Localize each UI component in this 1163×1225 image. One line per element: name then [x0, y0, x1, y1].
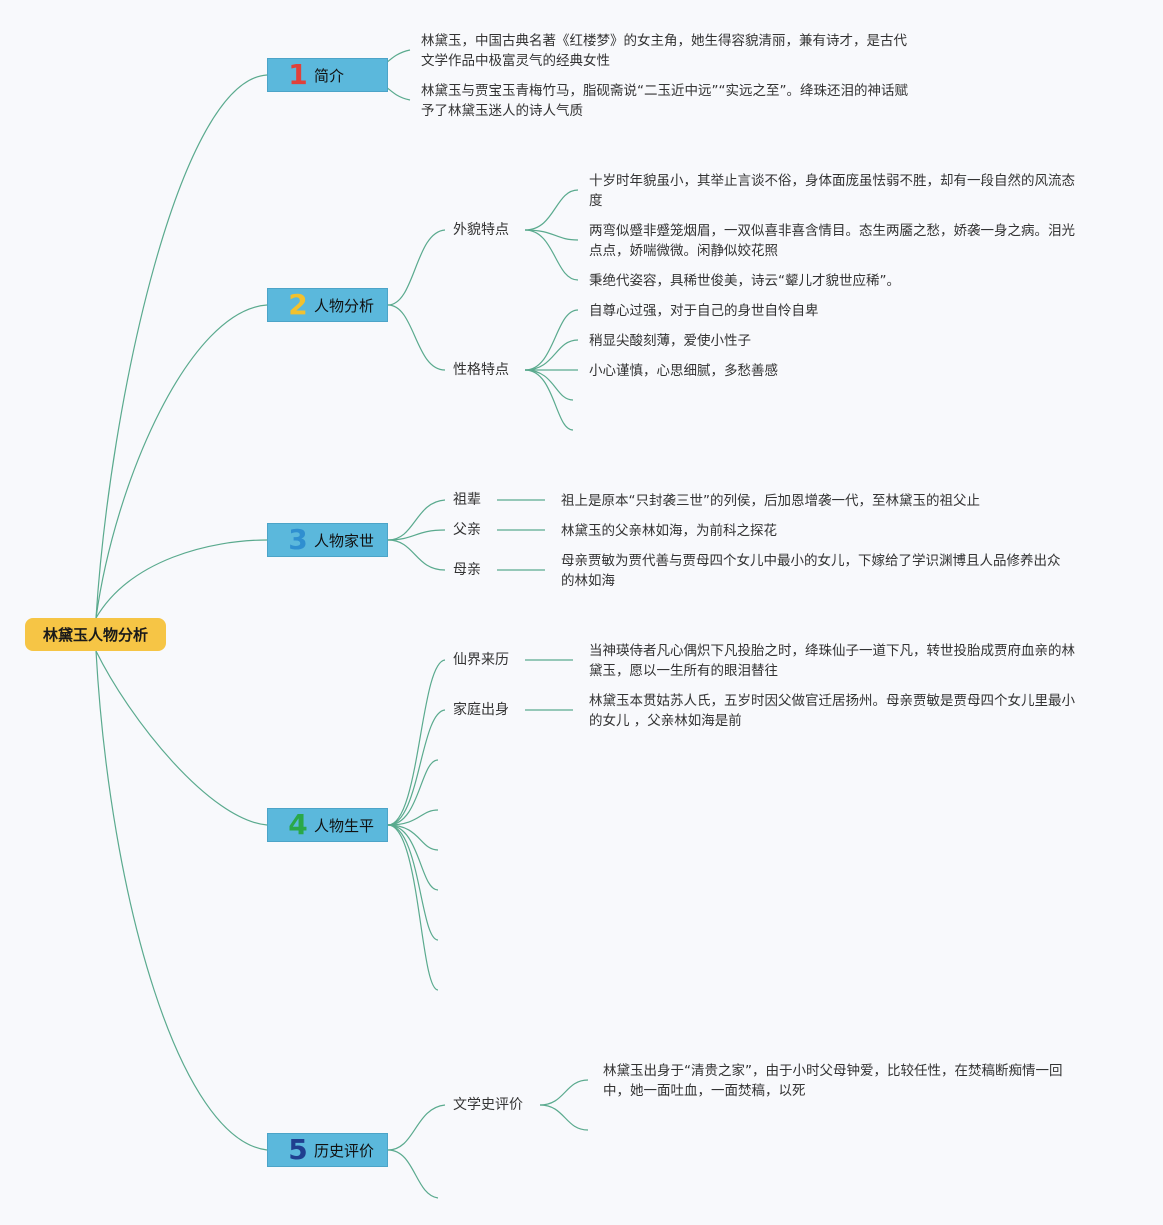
leaf-personality-1: 自尊心过强，对于自己的身世自怜自卑: [589, 303, 819, 319]
leaf-personality-2: 稍显尖酸刻薄，爱使小性子: [589, 333, 751, 349]
connector-root-b3: [95, 539, 268, 619]
connector-root-b4: [95, 650, 268, 826]
branch-character-analysis[interactable]: 2 人物分析: [267, 288, 388, 322]
leaf-father: 林黛玉的父亲林如海，为前科之探花: [561, 523, 777, 539]
leaf-mother: 母亲贾敏为贾代善与贾母四个女儿中最小的女儿，下嫁给了学识渊博且人品修养出众的林如…: [561, 553, 1061, 589]
leaf-ancestors: 祖上是原本“只封袭三世”的列侯，后加恩增袭一代，至林黛玉的祖父止: [561, 493, 980, 509]
number-3-icon: 3: [288, 523, 308, 556]
sub-immortal-origin[interactable]: 仙界来历: [453, 652, 509, 668]
root-topic[interactable]: 林黛玉人物分析: [25, 618, 166, 651]
leaf-appearance-2: 两弯似蹙非蹙笼烟眉，一双似喜非喜含情目。态生两靥之愁，娇袭一身之病。泪光点点，娇…: [589, 223, 1075, 259]
leaf-intro-2: 林黛玉与贾宝玉青梅竹马，脂砚斋说“二玉近中远”“实远之至”。绛珠还泪的神话赋予了…: [421, 83, 908, 119]
branch-intro[interactable]: 1 简介: [267, 58, 388, 92]
number-5-icon: 5: [288, 1133, 308, 1166]
leaf-intro-1: 林黛玉，中国古典名著《红楼梦》的女主角，她生得容貌清丽，兼有诗才，是古代文学作品…: [421, 33, 907, 69]
sub-literary-evaluation[interactable]: 文学史评价: [453, 1097, 523, 1113]
branch-historical-evaluation[interactable]: 5 历史评价: [267, 1133, 388, 1167]
sub-family-origin[interactable]: 家庭出身: [453, 702, 509, 718]
connector-root-b1: [95, 74, 268, 619]
sub-father[interactable]: 父亲: [453, 522, 481, 538]
branch-label: 简介: [314, 66, 345, 85]
leaf-appearance-1: 十岁时年貌虽小，其举止言谈不俗，身体面庞虽怯弱不胜，却有一段自然的风流态度: [589, 173, 1075, 209]
sub-personality[interactable]: 性格特点: [453, 362, 509, 378]
number-2-icon: 2: [288, 288, 308, 321]
branch-family-background[interactable]: 3 人物家世: [267, 523, 388, 557]
sub-appearance[interactable]: 外貌特点: [453, 222, 509, 238]
number-4-icon: 4: [288, 808, 308, 841]
branch-label: 人物家世: [314, 531, 375, 550]
sub-ancestors[interactable]: 祖辈: [453, 492, 481, 508]
leaf-immortal-origin: 当神瑛侍者凡心偶炽下凡投胎之时，绛珠仙子一道下凡，转世投胎成贾府血亲的林黛玉，愿…: [589, 643, 1075, 679]
leaf-family-origin: 林黛玉本贯姑苏人氏，五岁时因父做官迁居扬州。母亲贾敏是贾母四个女儿里最小的女儿 …: [589, 693, 1075, 729]
sub-mother[interactable]: 母亲: [453, 562, 481, 578]
branch-label: 历史评价: [314, 1141, 375, 1160]
leaf-appearance-3: 秉绝代姿容，具稀世俊美，诗云“颦儿才貌世应稀”。: [589, 273, 900, 289]
number-1-icon: 1: [288, 58, 308, 91]
connector-root-b2: [95, 304, 268, 619]
leaf-personality-3: 小心谨慎，心思细腻，多愁善感: [589, 363, 778, 379]
branch-label: 人物分析: [314, 296, 375, 315]
branch-label: 人物生平: [314, 816, 375, 835]
connector-root-b5: [95, 650, 268, 1151]
leaf-literary-evaluation: 林黛玉出身于“清贵之家”，由于小时父母钟爱，比较任性，在焚稿断痴情一回中，她一面…: [603, 1063, 1063, 1099]
branch-life-story[interactable]: 4 人物生平: [267, 808, 388, 842]
